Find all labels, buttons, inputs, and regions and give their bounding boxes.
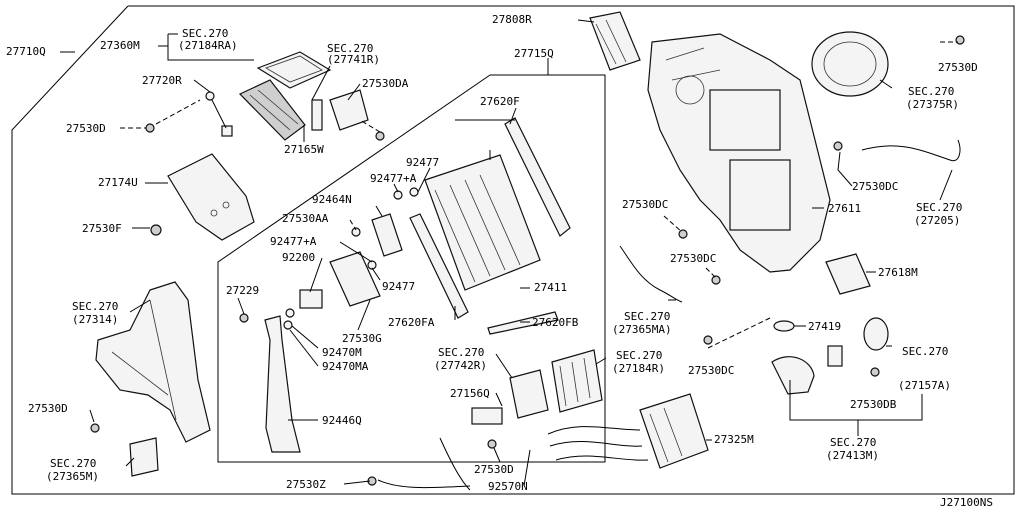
label-27742R: (27742R) (434, 359, 487, 372)
label-27314: (27314) (72, 313, 118, 326)
subassembly-boundary (217, 74, 606, 463)
label-sec270-i: SEC.270 (830, 436, 876, 449)
label-27325M: 27325M (714, 433, 754, 446)
harness-27365MA (619, 245, 683, 303)
actuator-27413M-part (771, 345, 843, 395)
label-27618M: 27618M (878, 266, 918, 279)
label-27174U: 27174U (98, 176, 138, 189)
label-27530DC-d: 27530DC (688, 364, 734, 377)
label-92477A-a: 92477+A (370, 172, 417, 185)
motor-27618M-part (825, 253, 871, 295)
label-27413M: (27413M) (826, 449, 879, 462)
assembly-boundary (11, 5, 1015, 495)
label-27184RA: (27184RA) (178, 39, 238, 52)
label-sec270-k: SEC.270 (616, 349, 662, 362)
label-sec270-f: SEC.270 (916, 201, 962, 214)
evaporator-part (547, 393, 709, 469)
ring-27419-part (773, 317, 889, 351)
bracket-27156Q-part (471, 407, 503, 425)
diagram-id: J27100NS (940, 496, 993, 509)
label-92200: 92200 (282, 251, 315, 264)
label-92477-a: 92477 (406, 156, 439, 169)
label-27530D-a: 27530D (66, 122, 106, 135)
label-sec270-c: SEC.270 (72, 300, 118, 313)
label-sec270-d: SEC.270 (50, 457, 96, 470)
label-27530D-c: 27530D (938, 61, 978, 74)
label-27710Q: 27710Q (6, 45, 46, 58)
blower-motor-part (589, 11, 641, 71)
label-27808R: 27808R (492, 13, 532, 26)
label-27741R: (27741R) (327, 53, 380, 66)
label-92470M: 92470M (322, 346, 362, 359)
label-27156Q: 27156Q (450, 387, 490, 400)
filter-frame-part (238, 51, 332, 141)
harness-27530Z (377, 479, 471, 489)
label-27411: 27411 (534, 281, 567, 294)
harness-27205 (861, 139, 961, 162)
label-92477A-b: 92477+A (270, 235, 317, 248)
duct-27174U-part (167, 153, 255, 241)
screw-parts (90, 35, 965, 486)
label-92464N: 92464N (312, 193, 352, 206)
label-27419: 27419 (808, 320, 841, 333)
label-27530DC-c: 27530DC (670, 252, 716, 265)
sensor-part (205, 91, 233, 137)
floor-duct-part (95, 281, 211, 477)
label-27205: (27205) (914, 214, 960, 227)
label-sec270-j: SEC.270 (438, 346, 484, 359)
label-27530Z: 27530Z (286, 478, 326, 491)
valve-pipe-part (264, 187, 419, 453)
label-27530DA: 27530DA (362, 77, 409, 90)
label-27720R: 27720R (142, 74, 182, 87)
leader-lines (60, 19, 958, 487)
label-sec270-h: SEC.270 (902, 345, 948, 358)
filter-27184R-part (509, 349, 603, 419)
label-27530DC-b: 27530DC (622, 198, 668, 211)
label-92477-b: 92477 (382, 280, 415, 293)
heater-core-part (409, 117, 571, 335)
main-housing-part (647, 33, 831, 273)
label-27375R: (27375R) (906, 98, 959, 111)
label-27157A: (27157A) (898, 379, 951, 392)
label-27620FA: 27620FA (388, 316, 435, 329)
label-92470MA: 92470MA (322, 360, 369, 373)
label-27620F: 27620F (480, 95, 520, 108)
fan-part (811, 31, 889, 97)
label-27365MA: (27365MA) (612, 323, 672, 336)
label-27530F: 27530F (82, 222, 122, 235)
label-sec270-a: SEC.270 (182, 27, 228, 40)
label-27165W: 27165W (284, 143, 324, 156)
label-27530G: 27530G (342, 332, 382, 345)
label-27530DC-a: 27530DC (852, 180, 898, 193)
label-27530D-d: 27530D (474, 463, 514, 476)
actuator-part (311, 89, 369, 131)
label-27530D-b: 27530D (28, 402, 68, 415)
label-sec270-b: SEC.270 (327, 42, 373, 55)
label-sec270-e: SEC.270 (908, 85, 954, 98)
label-27365M: (27365M) (46, 470, 99, 483)
harness-92570N (439, 437, 471, 491)
label-92446Q: 92446Q (322, 414, 362, 427)
label-27184R: (27184R) (612, 362, 665, 375)
label-27530AA: 27530AA (282, 212, 329, 225)
label-sec270-g: SEC.270 (624, 310, 670, 323)
label-27620FB: 27620FB (532, 316, 579, 329)
label-27715Q: 27715Q (514, 47, 554, 60)
label-92570N: 92570N (488, 480, 528, 493)
label-27530DB: 27530DB (850, 398, 897, 411)
label-27360M: 27360M (100, 39, 140, 52)
label-27611: 27611 (828, 202, 861, 215)
label-27229: 27229 (226, 284, 259, 297)
